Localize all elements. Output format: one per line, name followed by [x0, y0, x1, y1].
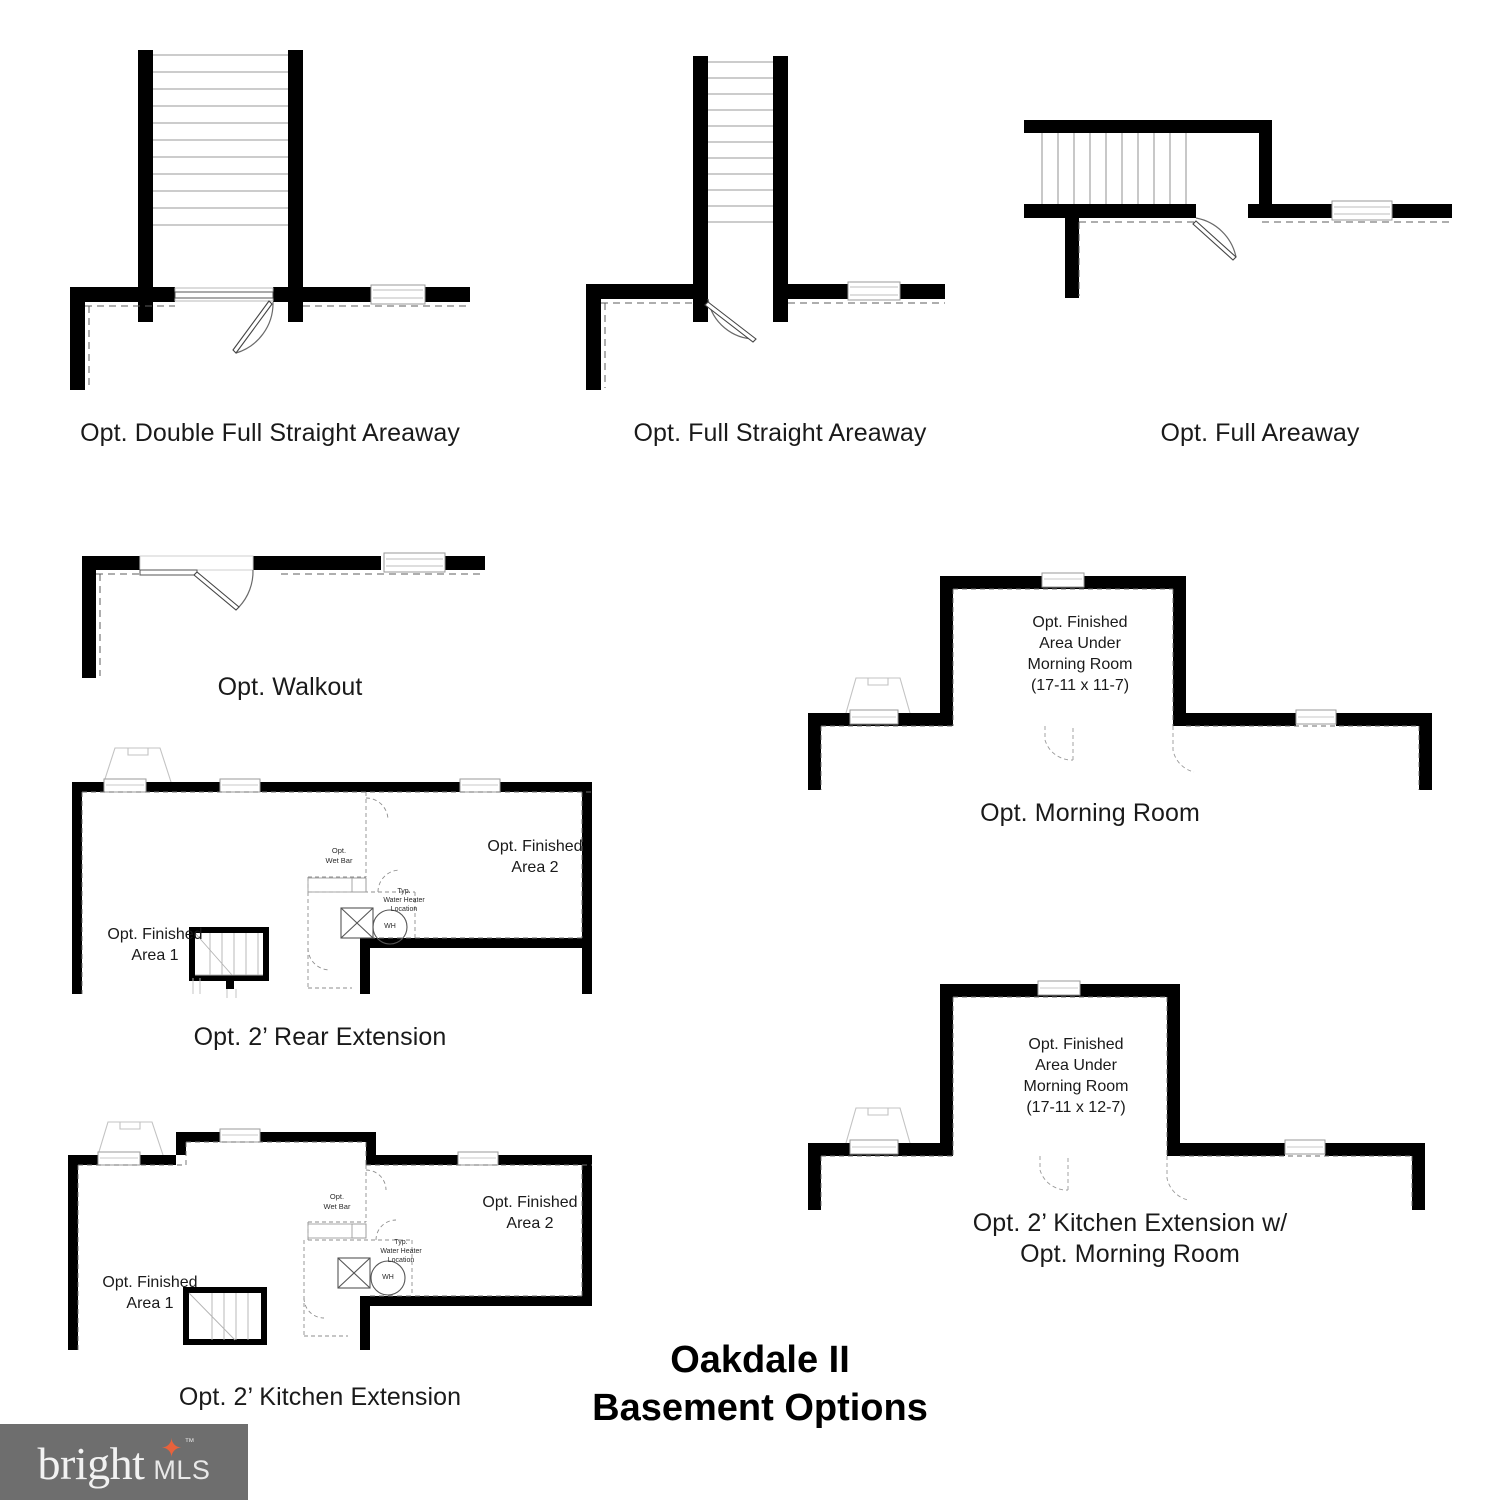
plan-walkout [60, 548, 500, 678]
bay-window [103, 747, 172, 783]
stair-treads [708, 61, 773, 223]
caption-kitchen-extension: Opt. 2’ Kitchen Extension [178, 1383, 462, 1411]
bay-window [845, 677, 911, 714]
trademark-icon: ™ [184, 1437, 195, 1448]
stair-treads [1041, 133, 1187, 204]
caption-full-straight-areaway: Opt. Full Straight Areaway [633, 419, 927, 447]
mechanical-zone [303, 1165, 413, 1337]
stair-treads [153, 54, 288, 226]
plan-double-full-straight-areaway [60, 40, 480, 390]
bright-mls-watermark: bright ✦ ™ MLS [0, 1424, 248, 1500]
caption-full-areaway: Opt. Full Areaway [1160, 419, 1360, 447]
caption-rear-extension: Opt. 2’ Rear Extension [193, 1023, 447, 1051]
caption-double-full-straight-areaway: Opt. Double Full Straight Areaway [80, 419, 460, 447]
plan-full-areaway [1000, 100, 1460, 400]
plan-full-straight-areaway [580, 40, 980, 390]
star-icon: ✦ [160, 1433, 183, 1463]
caption-kitchen-extension-morning-room: Opt. 2’ Kitchen Extension w/ Opt. Mornin… [972, 1209, 1288, 1268]
plan-morning-room: Opt. Finished Area Under Morning Room (1… [790, 560, 1450, 790]
page-title-line-1: Oakdale II [670, 1339, 850, 1381]
watermark-mls-text: MLS [153, 1455, 211, 1485]
caption-morning-room: Opt. Morning Room [980, 799, 1200, 827]
plan-kitchen-extension: Opt. Finished Area 1 Opt. Finished Area … [60, 1100, 600, 1360]
bay-window [97, 1121, 164, 1156]
watermark-brand-text: bright [37, 1438, 145, 1489]
caption-walkout: Opt. Walkout [217, 673, 363, 701]
plan-kitchen-extension-morning-room: Opt. Finished Area Under Morning Room (1… [790, 970, 1450, 1210]
page-title-line-2: Basement Options [592, 1387, 928, 1429]
plan-rear-extension: Opt. Finished Area 1 Opt. Finished Area … [60, 732, 600, 1002]
bay-window [845, 1107, 911, 1144]
